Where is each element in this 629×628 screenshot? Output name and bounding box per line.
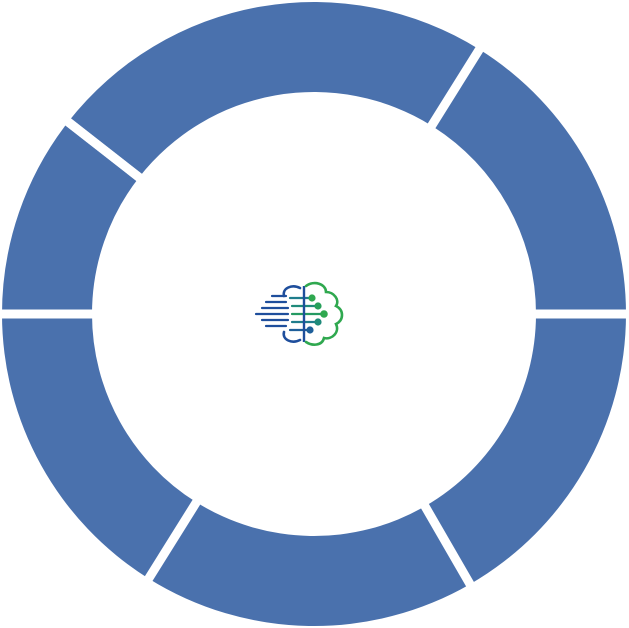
segment-separator bbox=[425, 43, 486, 132]
wheel-segment-prepare bbox=[431, 49, 626, 314]
wheel-segment-run bbox=[2, 121, 140, 314]
wheel-segment-explore bbox=[425, 314, 626, 585]
segment-separator bbox=[142, 496, 203, 585]
segment-separator bbox=[62, 115, 145, 184]
wheel-segment-deploy bbox=[2, 314, 197, 579]
wheel-segment-realise bbox=[148, 502, 470, 626]
wheel-segment-discover bbox=[68, 1, 480, 178]
segment-label-realise-text: REALISE bbox=[213, 447, 414, 516]
segment-separator bbox=[419, 500, 476, 590]
brain-circuit-icon bbox=[254, 281, 344, 346]
wheel-separators bbox=[0, 43, 629, 590]
wheel-labels: DISCOVER PREPARE EXPLORE REALISE DEPLOY … bbox=[87, 108, 547, 515]
segment-label-realise: REALISE bbox=[213, 447, 415, 516]
